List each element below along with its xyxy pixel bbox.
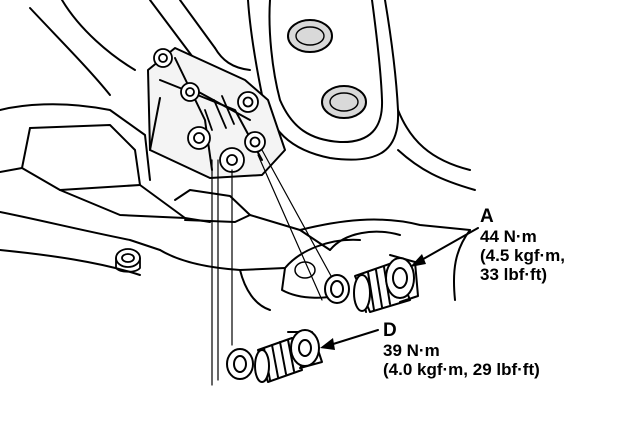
torque-imperial-d: (4.0 kgf·m, 29 lbf·ft)	[383, 360, 540, 380]
part-letter-a: A	[480, 206, 494, 227]
bolt-icon	[237, 91, 259, 113]
torque-nm-a: 44 N·m	[480, 227, 537, 247]
sealing-washer-icon	[324, 274, 350, 304]
mount-bracket	[147, 47, 286, 179]
part-letter-d: D	[383, 320, 397, 341]
bracket-bolts	[153, 48, 266, 173]
torque-kgfm-a: (4.5 kgf·m,	[480, 246, 566, 266]
alignment-lines	[211, 149, 337, 386]
bolt-icon	[187, 126, 211, 150]
left-housing	[0, 103, 251, 276]
callout-a: A 44 N·m (4.5 kgf·m, 33 lbf·ft)	[480, 206, 565, 284]
bolt-icon	[180, 82, 200, 102]
torque-nm-d: 39 N·m	[383, 341, 440, 361]
bolt-icon	[115, 248, 141, 273]
callout-d: D 39 N·m (4.0 kgf·m, 29 lbf·ft)	[383, 320, 540, 379]
sealing-washer-icon	[226, 348, 254, 380]
drain-plug-icon	[353, 254, 419, 313]
leader-arrow-d	[320, 329, 379, 350]
drain-plug-icon	[254, 329, 323, 383]
bolt-icon	[153, 48, 173, 68]
torque-lbfft-a: 33 lbf·ft)	[480, 265, 548, 285]
panel-holes	[287, 19, 367, 119]
leader-arrow-a	[410, 227, 479, 267]
bolt-icon	[244, 131, 266, 153]
bolt-icon	[219, 147, 245, 173]
